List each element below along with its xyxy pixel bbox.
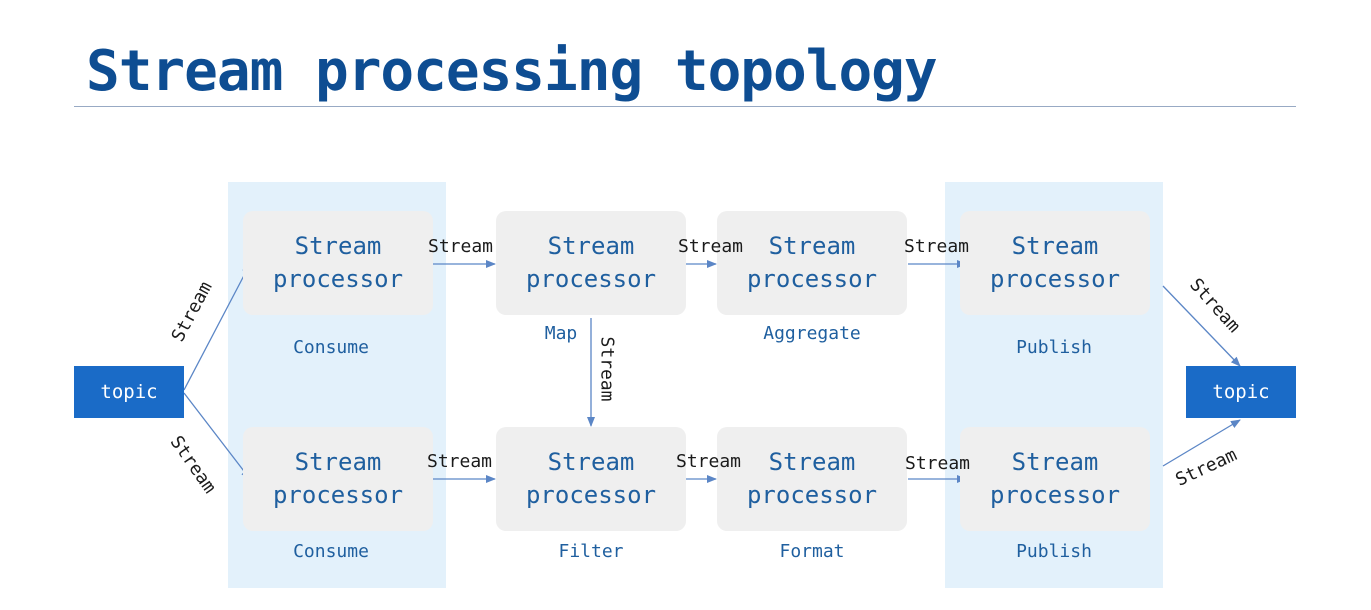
processor-line1: Stream bbox=[768, 448, 856, 476]
processor-publish-top: Stream processor bbox=[960, 211, 1150, 315]
processor-line2: processor bbox=[989, 481, 1121, 509]
processor-filter: Stream processor bbox=[496, 427, 686, 531]
edge-label: Stream bbox=[428, 236, 494, 257]
processor-line1: Stream bbox=[768, 232, 856, 260]
edge-label: Stream bbox=[596, 336, 618, 402]
sink-topic: topic bbox=[1186, 366, 1296, 418]
processor-line2: processor bbox=[525, 481, 657, 509]
edge-label: Stream bbox=[678, 236, 744, 257]
processor-line1: Stream bbox=[294, 448, 382, 476]
edge-label: Stream bbox=[676, 451, 742, 472]
processor-line2: processor bbox=[746, 265, 878, 293]
arrow-topic-to-consume-bottom bbox=[183, 392, 251, 480]
processor-map: Stream processor bbox=[496, 211, 686, 315]
processor-line1: Stream bbox=[547, 232, 635, 260]
processor-line2: processor bbox=[746, 481, 878, 509]
processor-line2: processor bbox=[272, 481, 404, 509]
processor-consume-bottom: Stream processor bbox=[243, 427, 433, 531]
arrow-publish-top-to-topic bbox=[1162, 285, 1241, 367]
page-title: Stream processing topology bbox=[86, 39, 938, 104]
title-divider bbox=[74, 106, 1296, 107]
role-consume-bottom: Consume bbox=[293, 541, 369, 562]
source-topic-label: topic bbox=[100, 381, 158, 403]
role-publish-bottom: Publish bbox=[1016, 541, 1092, 562]
arrow-topic-to-consume-top bbox=[183, 263, 251, 391]
edge-label: Stream bbox=[427, 451, 493, 472]
processor-aggregate: Stream processor bbox=[717, 211, 907, 315]
role-filter: Filter bbox=[558, 541, 624, 562]
processor-format: Stream processor bbox=[717, 427, 907, 531]
edge-label: Stream bbox=[905, 453, 971, 474]
edge-label: Stream bbox=[904, 236, 970, 257]
processor-publish-bottom: Stream processor bbox=[960, 427, 1150, 531]
role-aggregate: Aggregate bbox=[763, 323, 861, 344]
processor-line1: Stream bbox=[1011, 448, 1099, 476]
role-consume-top: Consume bbox=[293, 337, 369, 358]
processor-line1: Stream bbox=[294, 232, 382, 260]
role-publish-top: Publish bbox=[1016, 337, 1092, 358]
processor-line2: processor bbox=[525, 265, 657, 293]
source-topic: topic bbox=[74, 366, 184, 418]
role-map: Map bbox=[544, 323, 578, 344]
processor-line1: Stream bbox=[1011, 232, 1099, 260]
processor-line2: processor bbox=[272, 265, 404, 293]
arrow-publish-bottom-to-topic bbox=[1162, 419, 1241, 467]
processor-consume-top: Stream processor bbox=[243, 211, 433, 315]
processor-line2: processor bbox=[989, 265, 1121, 293]
role-format: Format bbox=[779, 541, 845, 562]
processor-line1: Stream bbox=[547, 448, 635, 476]
sink-topic-label: topic bbox=[1212, 381, 1270, 403]
